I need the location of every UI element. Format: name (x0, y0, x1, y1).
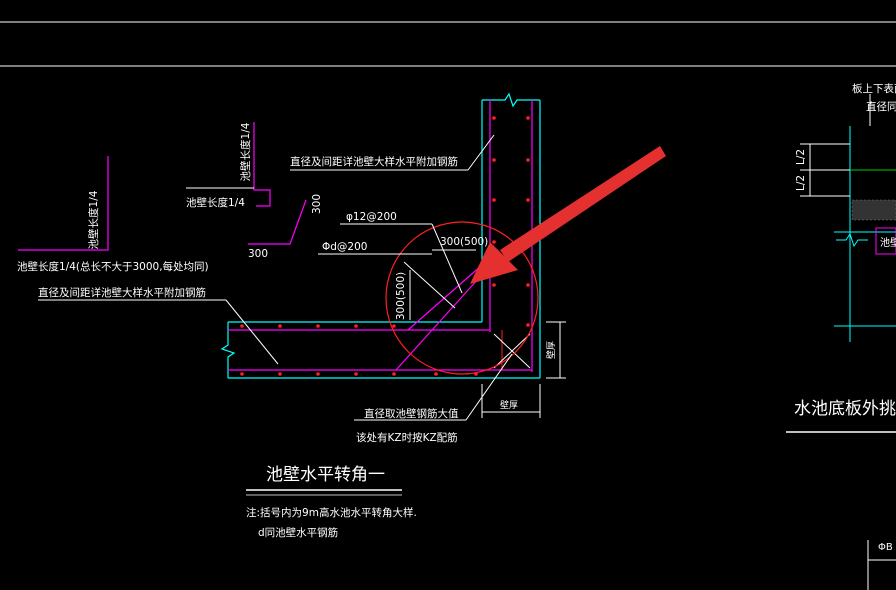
drawing-frame (0, 21, 896, 67)
label-rebar-phid: Φd@200 (322, 241, 367, 253)
leader-lines (38, 134, 513, 421)
title-block: 池壁水平转角一 注:括号内为9m高水池水平转角大样. d同池壁水平钢筋 (246, 465, 417, 539)
rebar-dot (278, 372, 282, 376)
thickness-dims (481, 321, 566, 418)
labels: 池壁长度1/4 池壁长度1/4 池壁长度1/4 池壁长度1/4(总长不大于300… (17, 122, 557, 444)
label-wall-quarter-a: 池壁长度1/4 (87, 190, 100, 249)
label-rebar-note-top: 直径及间距详池壁大样水平附加钢筋 (290, 155, 458, 168)
label-dim-300-b: 300 (311, 194, 323, 214)
right-hatch-region (851, 199, 896, 221)
kz-cross-box (493, 333, 531, 369)
leader-bottom (465, 353, 513, 421)
label-wall-thickness-v: 壁厚 (545, 341, 557, 359)
label-rebar-phi12: φ12@200 (346, 211, 397, 223)
rebar-dot (492, 198, 496, 202)
rebar-dot (392, 324, 396, 328)
rebar-dot (316, 324, 320, 328)
rebar-corner-diagonal (407, 257, 491, 331)
label-take-max: 直径取池壁钢筋大值 (364, 407, 459, 420)
label-wall-quarter-note: 池壁长度1/4(总长不大于3000,每处均同) (17, 260, 209, 273)
title-note-line-2: d同池壁水平钢筋 (258, 526, 338, 539)
leader-corner-slope (403, 261, 456, 309)
left-schematic (18, 122, 307, 251)
rebar-dot (492, 116, 496, 120)
label-wall-quarter-c: 池壁长度1/4 (186, 196, 245, 209)
leader-top-rebar (467, 134, 495, 171)
highlight-circle (385, 221, 539, 375)
right-dim-l2-a: L/2 (795, 149, 807, 165)
label-dim-300-500-h: 300(500) (440, 236, 488, 248)
rebar-dot (434, 372, 438, 376)
right-top-label-2: 直径同底 (866, 100, 896, 113)
rebar-dot (240, 372, 244, 376)
rebar-dot (278, 324, 282, 328)
annotation-arrow (470, 146, 666, 284)
label-wall-thickness-h: 壁厚 (500, 399, 518, 411)
rebar-dot (354, 372, 358, 376)
rebar-dot (354, 324, 358, 328)
leader-phi12-down (431, 223, 463, 294)
title-note-line-1: 注:括号内为9m高水池水平转角大样. (246, 506, 417, 519)
detail-title: 池壁水平转角一 (266, 465, 385, 485)
label-wall-quarter-b: 池壁长度1/4 (239, 122, 252, 181)
rebar-dot (240, 324, 244, 328)
rebar-dot (526, 323, 530, 327)
bracket-quarter-a (18, 156, 109, 251)
right-wall-box (875, 227, 896, 255)
right-panel: 板上下表面 直径同底 L/2 L/2 池壁 水池底板外挑阳 ΦB (786, 82, 896, 590)
break-symbol-top (482, 92, 540, 108)
right-break (836, 232, 868, 248)
break-symbol-left (220, 322, 236, 378)
bracket-quarter-b (253, 122, 271, 207)
arrow-shaft (500, 146, 666, 262)
rebar-dot (392, 372, 396, 376)
rebar-dot (492, 283, 496, 287)
kz-cross-line (493, 333, 531, 369)
rebar-dot (492, 158, 496, 162)
rebar-dot (526, 158, 530, 162)
rebar-dot (526, 198, 530, 202)
leader-left-rebar (225, 299, 279, 365)
right-panel-lines (786, 94, 896, 590)
right-title: 水池底板外挑阳 (794, 399, 896, 419)
right-side-label: 池壁 (880, 236, 896, 249)
arrow-head (470, 242, 518, 284)
label-dim-300-a: 300 (248, 248, 268, 260)
right-bottom-label: ΦB (878, 542, 893, 553)
label-dim-300-500-v: 300(500) (395, 272, 407, 320)
bracket-300 (248, 199, 307, 245)
right-top-label-1: 板上下表面 (852, 82, 896, 95)
rebar-dot (526, 116, 530, 120)
rebar-dot (316, 372, 320, 376)
rebar-dot (492, 240, 496, 244)
label-rebar-note-left: 直径及间距详池壁大样水平附加钢筋 (38, 286, 206, 299)
label-kz-note: 该处有KZ时按KZ配筋 (356, 431, 458, 444)
right-dim-l2-b: L/2 (795, 175, 807, 191)
rebar-dot (526, 283, 530, 287)
